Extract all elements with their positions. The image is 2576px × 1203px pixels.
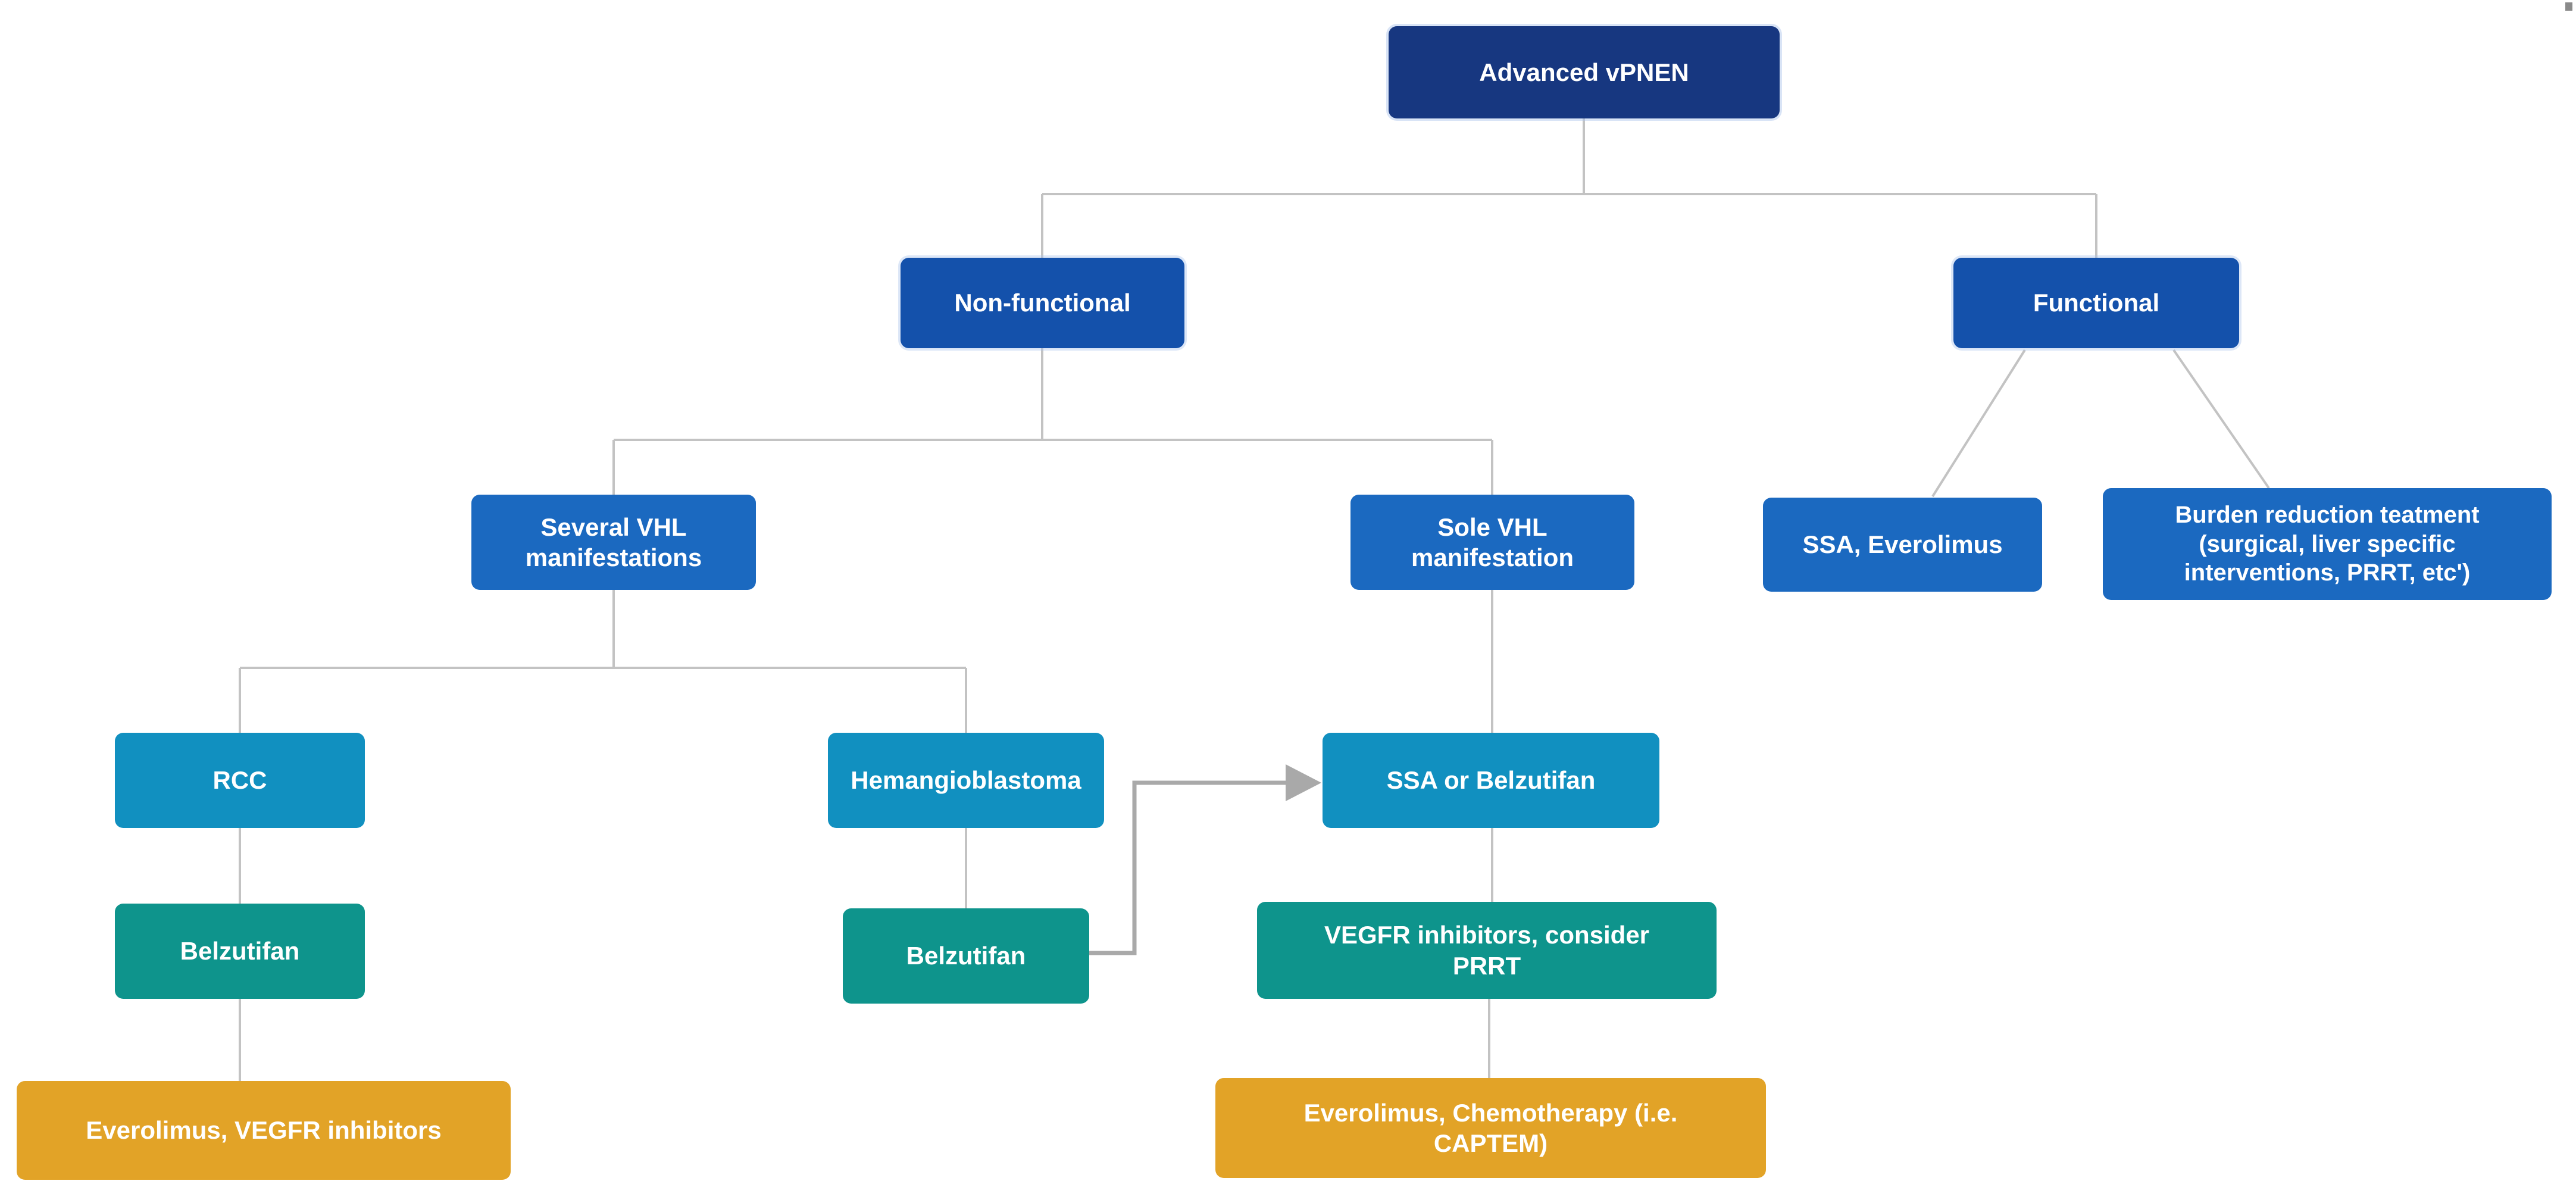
node-everolimus-chemotherapy-captem: Everolimus, Chemotherapy (i.e. CAPTEM) (1215, 1078, 1766, 1178)
node-everolimus-vegfr-label: Everolimus, VEGFR inhibitors (86, 1116, 442, 1145)
node-everolimus-captem-label: Everolimus, Chemotherapy (i.e. CAPTEM) (1303, 1098, 1678, 1157)
node-vegfr-prrt-label: VEGFR inhibitors, consider PRRT (1324, 921, 1650, 980)
node-functional-label: Functional (2033, 289, 2160, 317)
node-belzutifan-hemangio-label: Belzutifan (906, 942, 1026, 970)
arrowhead-icon (1286, 764, 1321, 801)
screenshot-corner-artifact (2565, 2, 2572, 11)
node-sole-vhl-label: Sole VHL manifestation (1411, 513, 1574, 571)
node-belzutifan-rcc: Belzutifan (115, 904, 365, 999)
node-sole-vhl-manifestation: Sole VHL manifestation (1350, 495, 1634, 590)
node-rcc: RCC (115, 733, 365, 828)
node-hemangioblastoma-label: Hemangioblastoma (851, 766, 1081, 795)
node-rcc-label: RCC (212, 766, 267, 795)
node-belzutifan-rcc-label: Belzutifan (180, 937, 300, 965)
node-everolimus-vegfr-inhibitors: Everolimus, VEGFR inhibitors (17, 1081, 511, 1180)
node-ssa-or-belzutifan: SSA or Belzutifan (1323, 733, 1659, 828)
node-non-functional: Non-functional (901, 258, 1184, 348)
node-belzutifan-hemangioblastoma: Belzutifan (843, 908, 1089, 1004)
node-ssa-everolimus-label: SSA, Everolimus (1802, 530, 2003, 559)
node-ssa-or-belzutifan-label: SSA or Belzutifan (1386, 766, 1596, 795)
node-ssa-everolimus: SSA, Everolimus (1763, 498, 2042, 592)
node-advanced-vpnen-label: Advanced vPNEN (1479, 58, 1689, 86)
node-non-functional-label: Non-functional (954, 289, 1131, 317)
tree-connectors (239, 118, 2270, 1081)
node-several-vhl-manifestations: Several VHL manifestations (471, 495, 756, 590)
node-advanced-vpnen: Advanced vPNEN (1389, 26, 1780, 118)
node-burden-reduction-treatment: Burden reduction teatment (surgical, liv… (2103, 488, 2552, 600)
belzutifan-to-ssa-arrow-connector (1089, 764, 1321, 955)
node-burden-reduction-label: Burden reduction teatment (surgical, liv… (2175, 501, 2480, 586)
node-functional: Functional (1953, 258, 2239, 348)
node-several-vhl-label: Several VHL manifestations (525, 513, 702, 571)
node-vegfr-inhibitors-prrt: VEGFR inhibitors, consider PRRT (1257, 902, 1717, 999)
node-hemangioblastoma: Hemangioblastoma (828, 733, 1104, 828)
